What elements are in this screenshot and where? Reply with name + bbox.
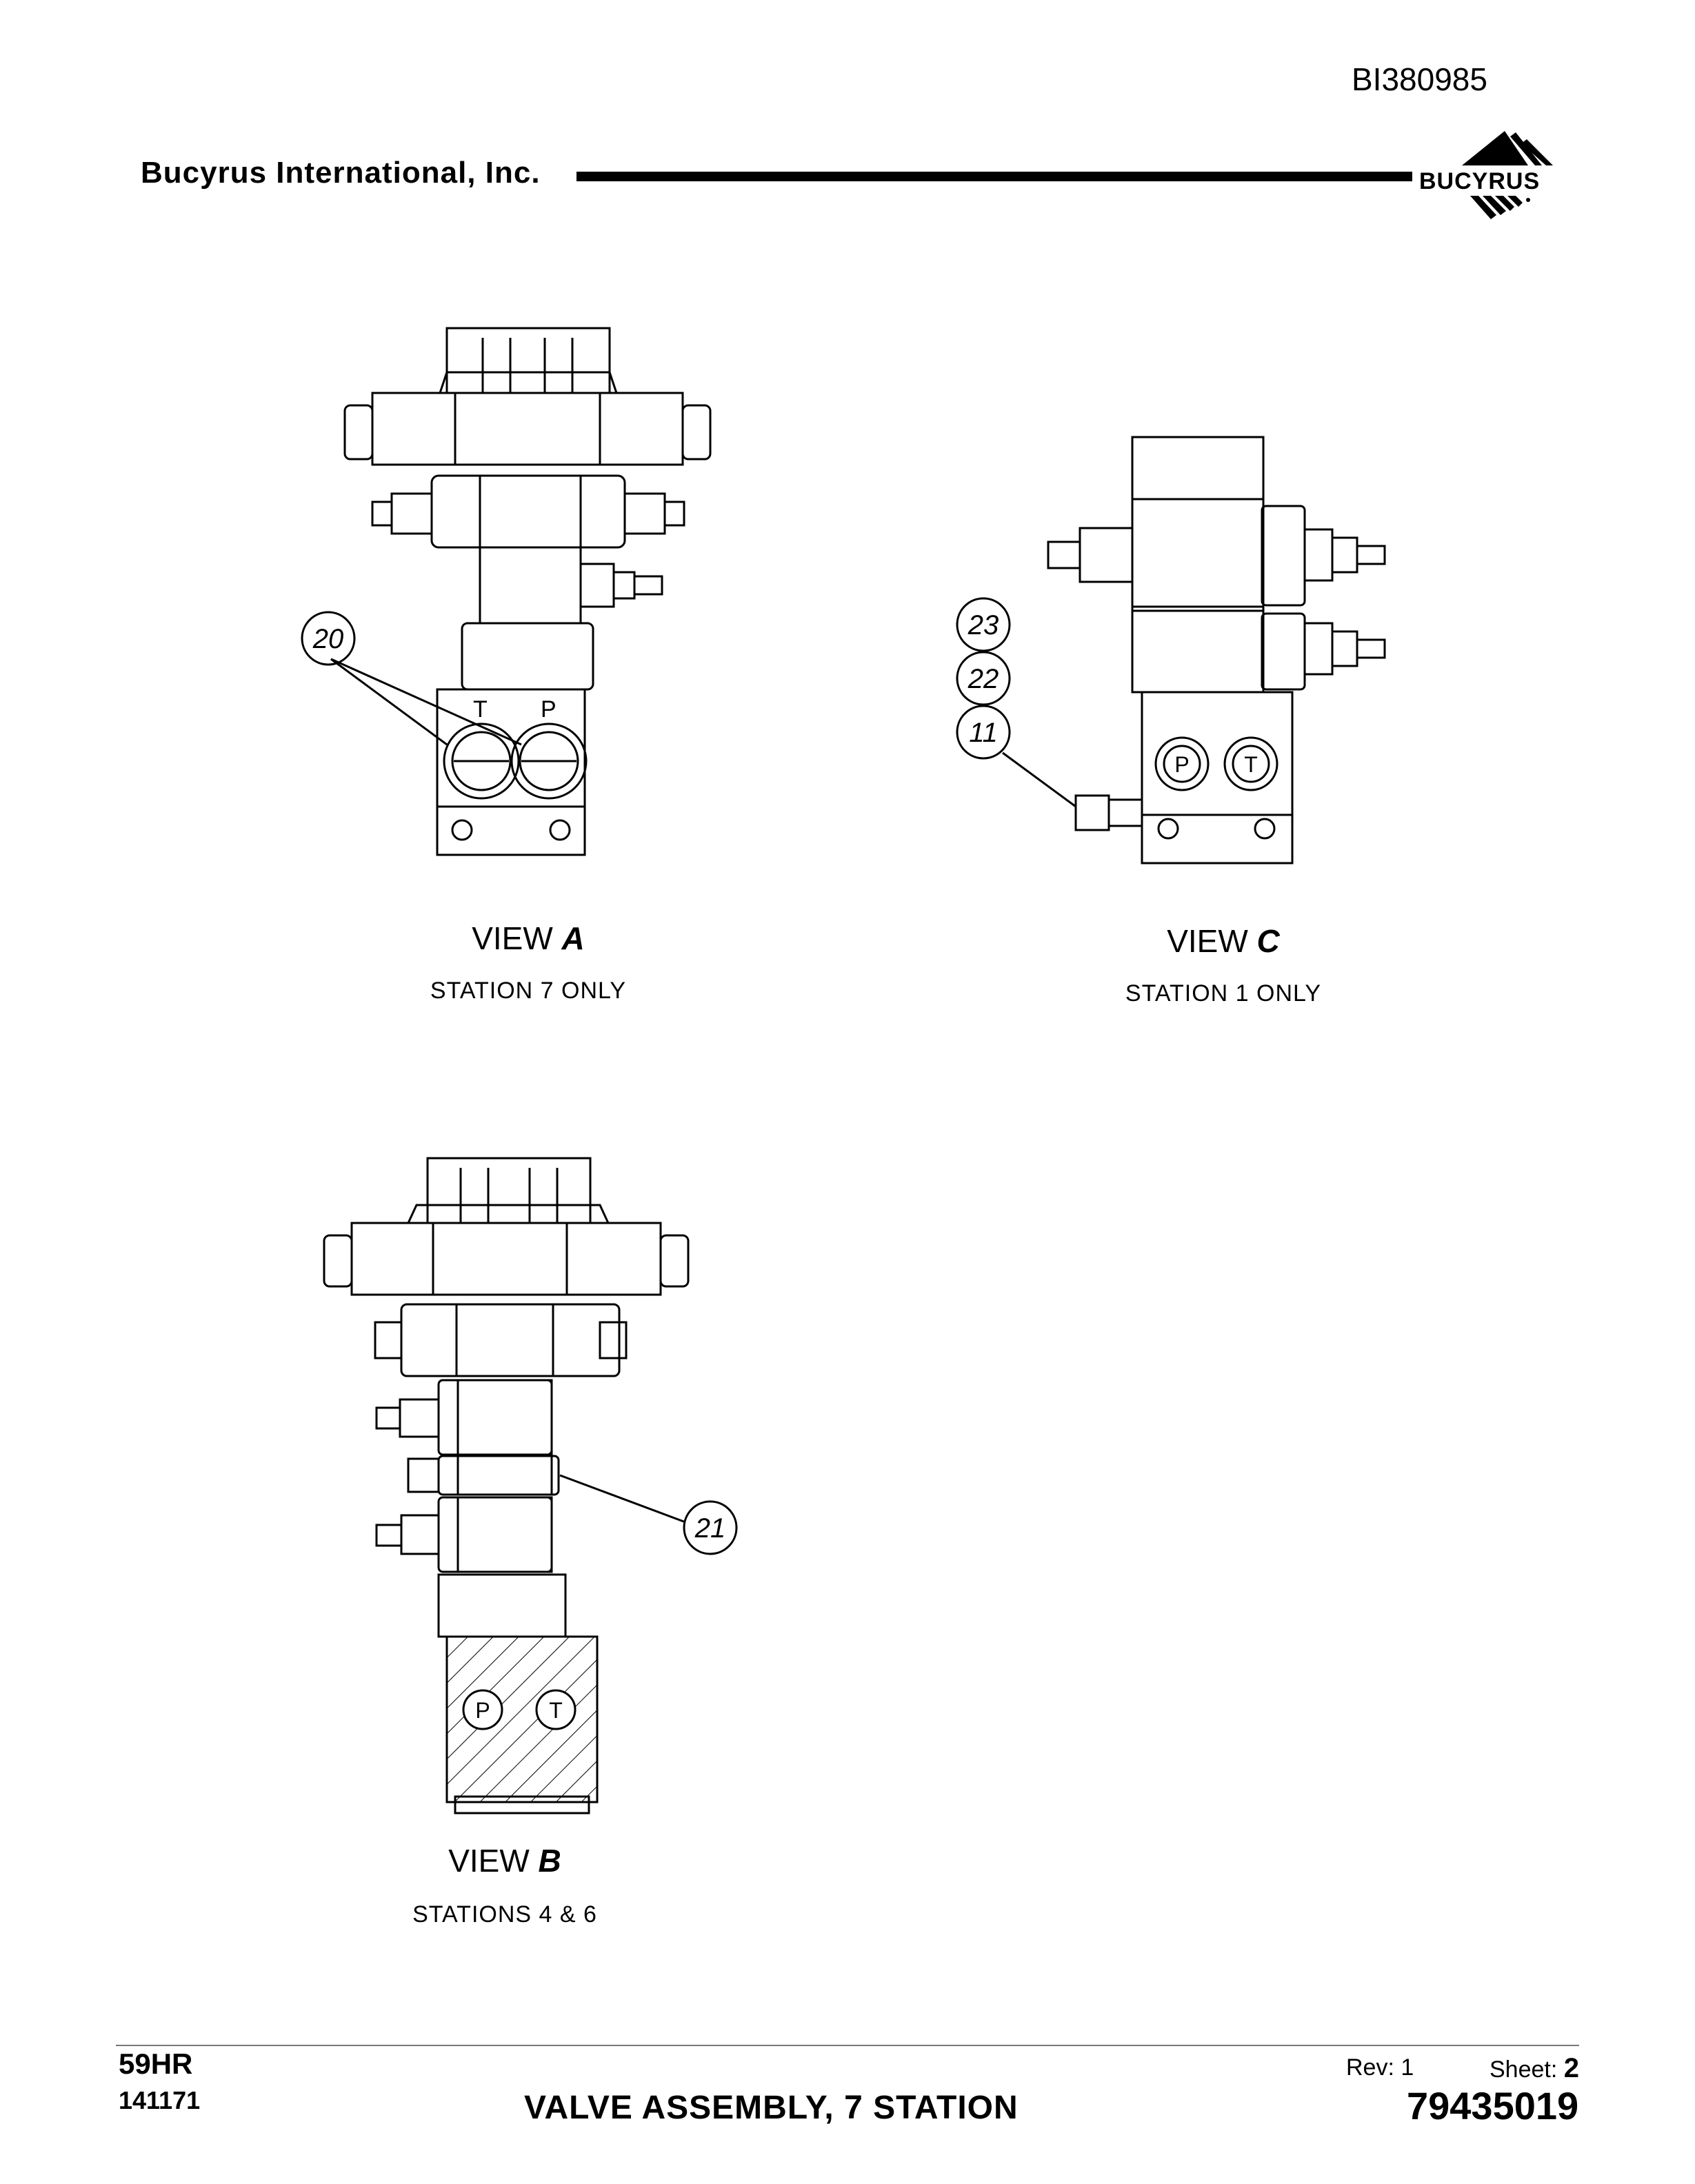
callout-22: 22: [967, 664, 999, 694]
view-a-letter: A: [561, 920, 585, 956]
sheet-label: Sheet:: [1490, 2056, 1558, 2083]
view-b-port-t: T: [549, 1698, 563, 1723]
view-c-title: VIEW C: [1016, 922, 1430, 960]
logo-mark-icon: [1462, 131, 1553, 219]
footer-rule: [116, 2045, 1579, 2046]
view-c-port-t: T: [1244, 752, 1258, 777]
callout-22-circle: [956, 651, 1011, 706]
view-b-prefix: VIEW: [448, 1843, 530, 1879]
view-a-drawing: [343, 327, 712, 856]
callout-11-circle: [956, 705, 1011, 760]
view-c-prefix: VIEW: [1167, 923, 1248, 959]
callout-20: 20: [312, 624, 344, 654]
leader-11: [1002, 751, 1076, 808]
view-b-port-p: P: [475, 1698, 490, 1723]
callout-23-circle: [956, 597, 1011, 652]
view-b-subtitle: STATIONS 4 & 6: [412, 1901, 597, 1928]
callout-23: 23: [967, 610, 999, 640]
view-a-port-t: T: [473, 696, 488, 722]
leader-20-b: [330, 658, 522, 746]
callout-11: 11: [969, 718, 998, 748]
view-b-letter: B: [538, 1843, 561, 1879]
logo-wordmark: BUCYRUS: [1419, 168, 1541, 194]
view-b-title: VIEW B: [298, 1842, 712, 1879]
drawing-title: VALVE ASSEMBLY, 7 STATION: [524, 2090, 1019, 2126]
header-rule: [576, 172, 1412, 181]
view-c-letter: C: [1256, 923, 1280, 959]
view-a-title: VIEW A: [321, 920, 735, 957]
view-a-prefix: VIEW: [472, 920, 553, 956]
view-a-port-p: P: [541, 696, 556, 722]
serial-number: 141171: [119, 2086, 201, 2114]
document-id: BI380985: [1352, 61, 1487, 97]
sheet-value: 2: [1563, 2053, 1580, 2083]
view-b-drawing: [323, 1157, 690, 1814]
leader-21: [559, 1474, 686, 1524]
revision: Rev: 1: [1346, 2054, 1414, 2081]
rev-label: Rev:: [1346, 2054, 1394, 2081]
callout-21: 21: [694, 1513, 726, 1544]
view-a-subtitle: STATION 7 ONLY: [430, 978, 627, 1004]
sheet: Sheet: 2: [1490, 2053, 1579, 2084]
part-number: 79435019: [1407, 2084, 1579, 2127]
view-c-port-p: P: [1174, 752, 1189, 777]
callout-21-circle: [683, 1500, 738, 1555]
callout-20-circle: [301, 611, 356, 666]
leader-20-a: [330, 658, 448, 746]
rev-value: 1: [1401, 2054, 1414, 2081]
bucyrus-logo: BUCYRUS: [1407, 130, 1572, 233]
view-c-drawing: [1047, 436, 1386, 865]
view-c-subtitle: STATION 1 ONLY: [1125, 980, 1322, 1007]
model-number: 59HR: [119, 2048, 193, 2080]
company-name: Bucyrus International, Inc.: [141, 156, 541, 190]
